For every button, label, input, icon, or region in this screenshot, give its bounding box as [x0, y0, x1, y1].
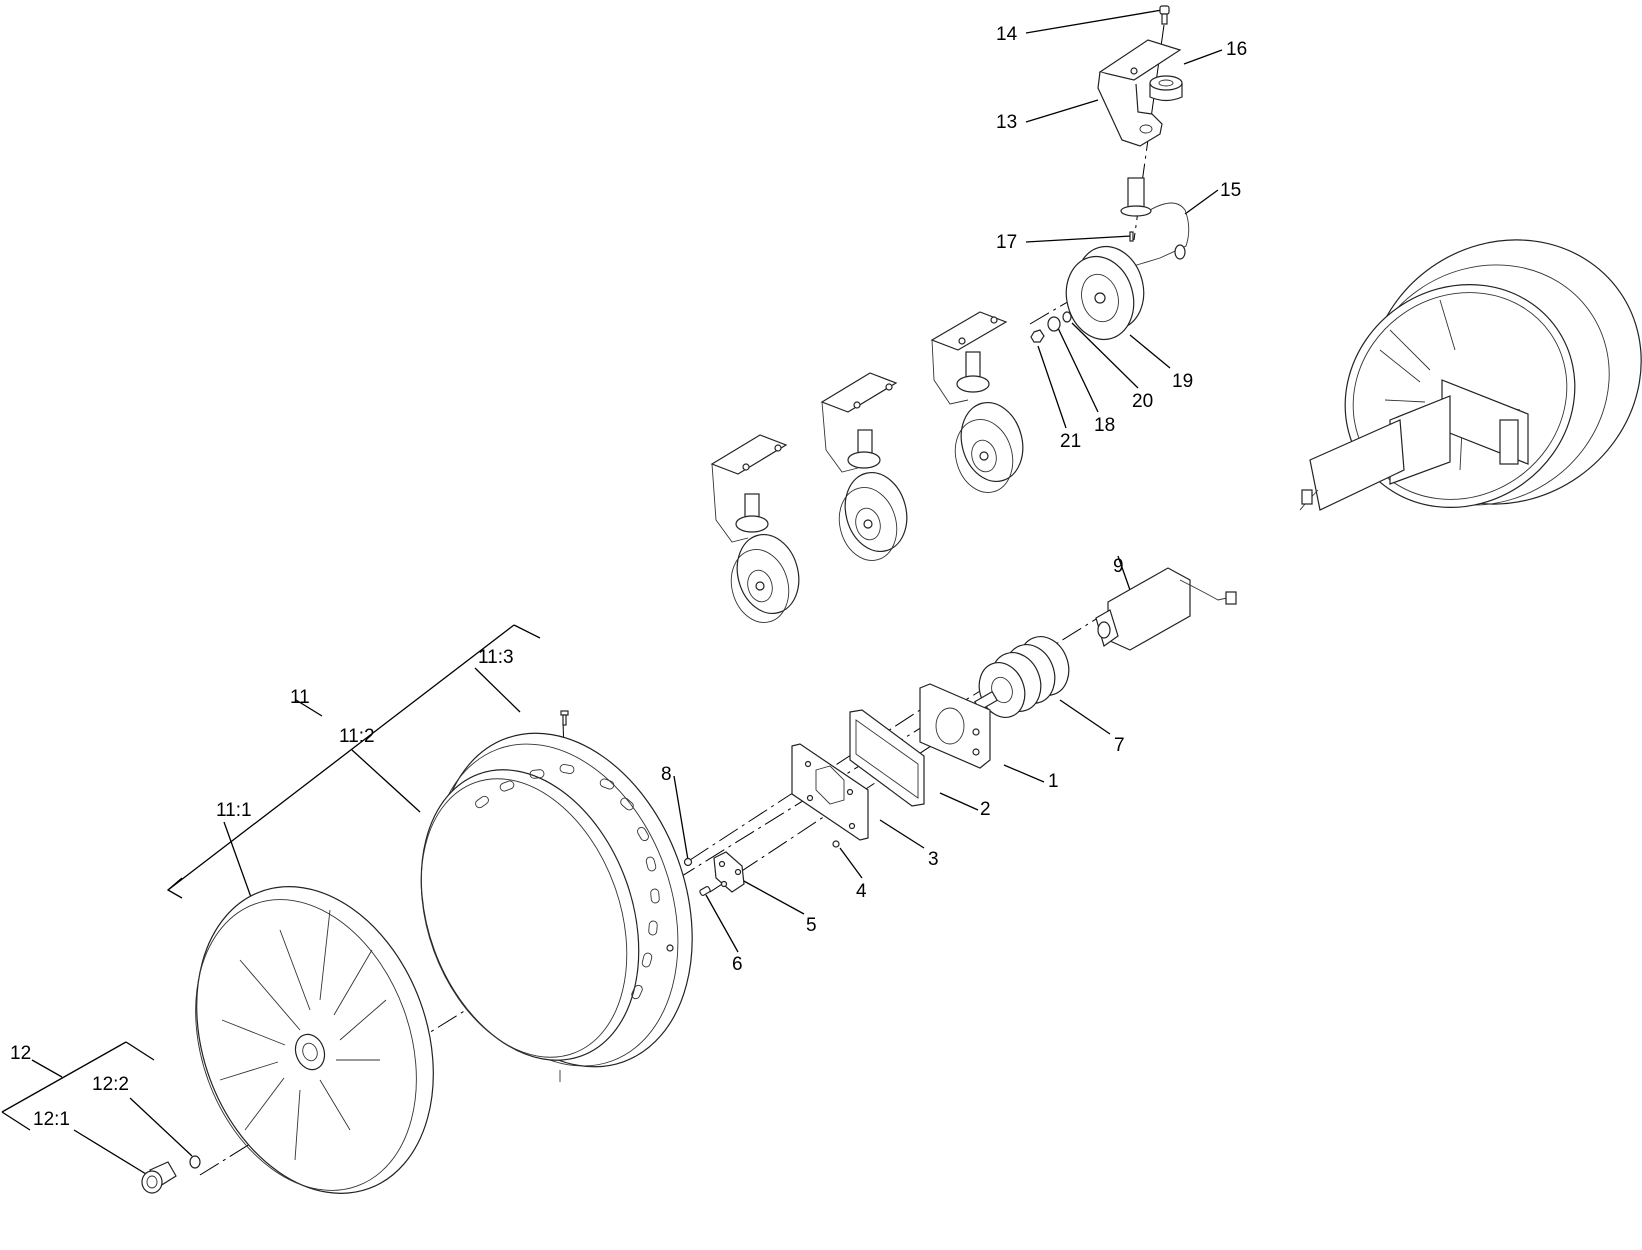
tread-pattern	[475, 764, 660, 1000]
callout-20: 20	[1132, 391, 1154, 412]
caster-assembly-3	[930, 311, 1024, 493]
drive-wheel-assembly	[1299, 239, 1642, 511]
callout-19: 19	[1172, 371, 1194, 392]
part-2-gasket	[849, 709, 925, 807]
part-19-caster-wheel	[1065, 245, 1145, 341]
callout-1: 1	[1048, 771, 1059, 792]
part-14-screw	[1159, 5, 1170, 25]
callout-17: 17	[996, 232, 1018, 253]
leader-lines	[1, 9, 1223, 1175]
callout-11-2: 11:2	[339, 726, 375, 747]
callout-3: 3	[928, 849, 939, 870]
part-3-plate	[791, 743, 869, 841]
callout-9: 9	[1113, 556, 1124, 577]
callout-7: 7	[1114, 735, 1125, 756]
callout-11-1: 11:1	[216, 800, 252, 821]
part-4-screw	[832, 840, 840, 848]
part-13-caster-bracket	[1097, 39, 1182, 147]
callout-5: 5	[806, 915, 817, 936]
callout-12-2: 12:2	[92, 1074, 129, 1095]
callout-4: 4	[856, 881, 867, 902]
part-11-2-tire	[420, 732, 693, 1082]
part-5-hub-adapter	[713, 851, 745, 893]
callout-6: 6	[732, 954, 743, 975]
caster-assembly-2	[820, 372, 908, 561]
part-7-gearbox	[974, 636, 1070, 718]
part-9-motor	[1095, 567, 1237, 651]
callout-11: 11	[290, 687, 310, 708]
part-11-3-screw	[560, 710, 569, 726]
part-15-caster-fork	[1099, 177, 1190, 277]
callout-12-1: 12:1	[33, 1109, 70, 1130]
part-16-bushing	[1149, 75, 1183, 102]
part-12-1-hub-nut	[141, 1161, 177, 1194]
part-6-bolt	[699, 886, 711, 896]
part-1-mount-bracket	[919, 683, 991, 769]
callout-8: 8	[661, 764, 672, 785]
part-17-pin	[1129, 231, 1134, 242]
part-8-nut	[683, 857, 693, 867]
callout-15: 15	[1220, 180, 1242, 201]
callout-12: 12	[10, 1043, 32, 1064]
callout-2: 2	[980, 799, 991, 820]
callout-13: 13	[996, 112, 1018, 133]
part-11-1-wheel-disc	[195, 886, 434, 1194]
callout-18: 18	[1094, 415, 1116, 436]
part-18-washer	[1047, 316, 1061, 332]
callout-16: 16	[1226, 39, 1248, 60]
part-20-washer	[1062, 311, 1072, 323]
caster-assembly-1	[710, 434, 800, 623]
callout-14: 14	[996, 24, 1018, 45]
part-12-2-washer	[189, 1155, 201, 1169]
callout-21: 21	[1060, 431, 1082, 452]
callout-11-3: 11:3	[478, 647, 514, 668]
part-21-nut	[1030, 329, 1045, 343]
